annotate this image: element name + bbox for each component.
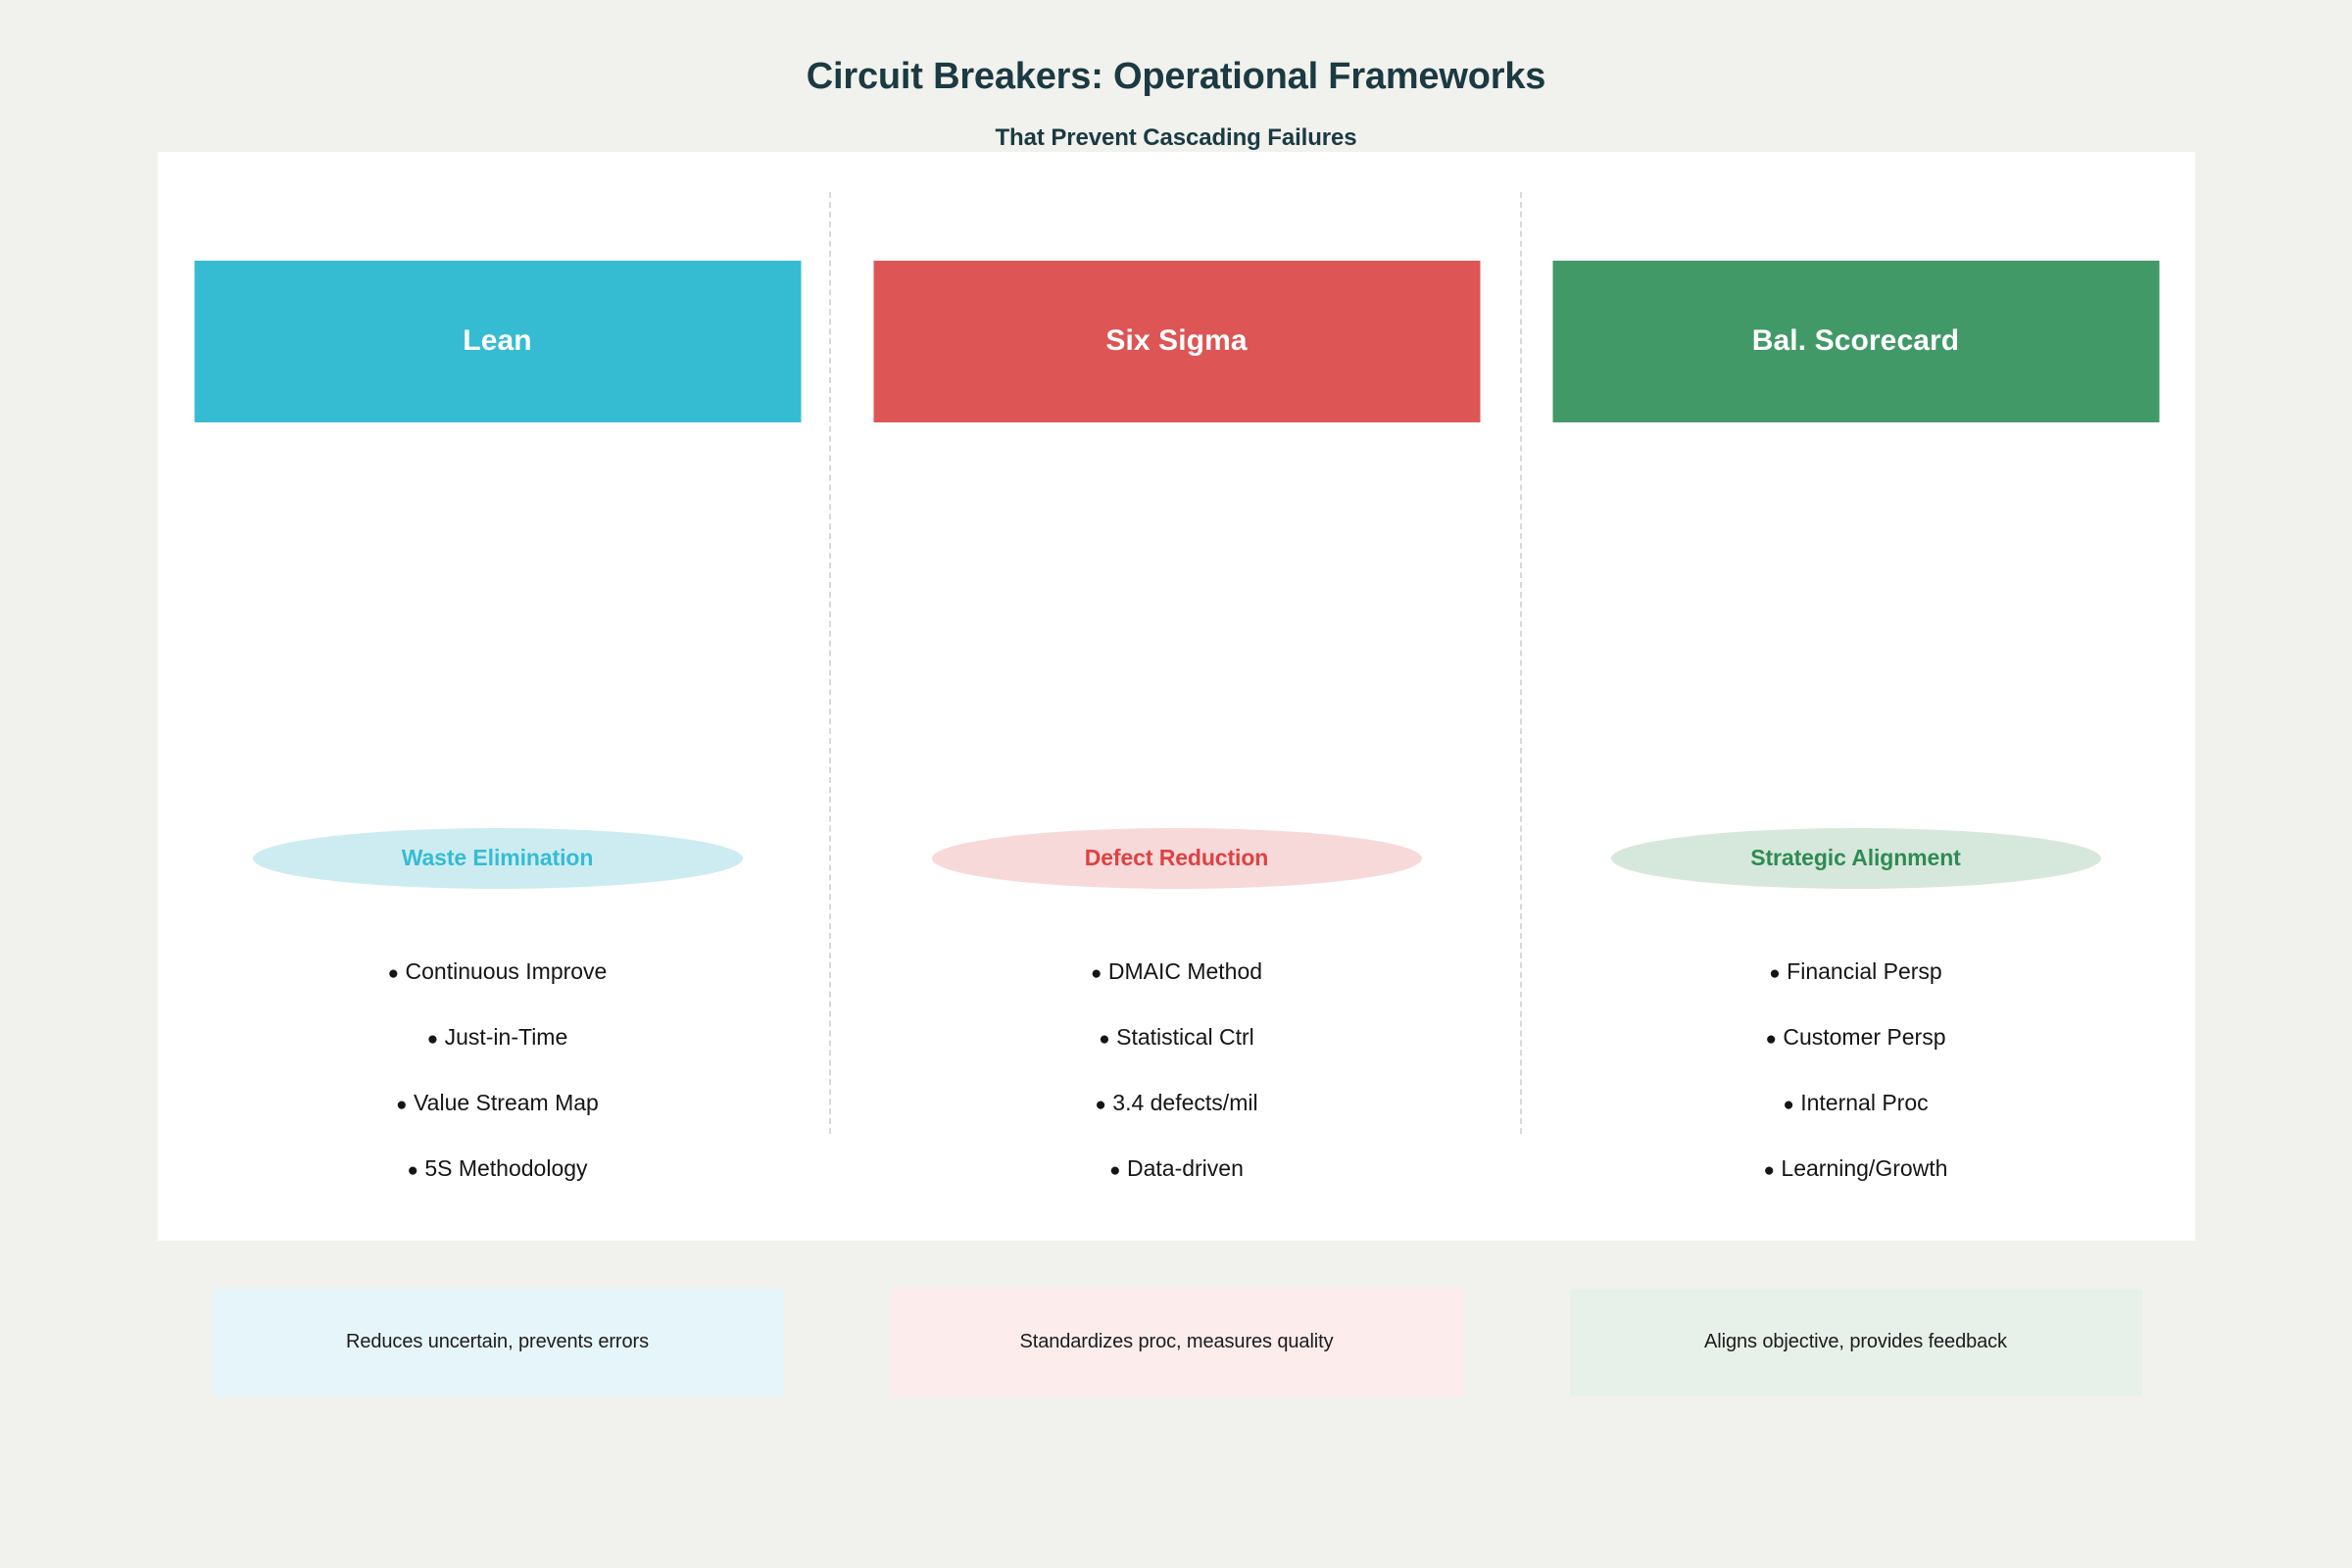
column-divider-2 (1520, 191, 1522, 1134)
column-header-lean[interactable]: Lean (194, 260, 801, 422)
list-item: ● Internal Proc (1516, 1089, 2195, 1157)
list-item: ● Customer Persp (1516, 1023, 2195, 1092)
column-summary-lean: Reduces uncertain, prevents errors (211, 1288, 784, 1396)
column-divider-1 (829, 191, 831, 1134)
list-item: ● Data-driven (837, 1154, 1516, 1181)
bullet-list-six-sigma: ● DMAIC Method ● Statistical Ctrl ● 3.4 … (837, 957, 1516, 1181)
bullet-dot-icon: ● (387, 962, 400, 984)
ellipse-badge-lean[interactable]: Waste Elimination (252, 827, 743, 889)
ellipse-label: Waste Elimination (401, 845, 594, 871)
bullet-dot-icon: ● (1095, 1094, 1106, 1115)
column-summary-balanced-scorecard: Aligns objective, provides feedback (1569, 1288, 2142, 1396)
column-header-label: Six Sigma (1105, 324, 1248, 358)
bullet-dot-icon: ● (426, 1028, 439, 1050)
bullet-dot-icon: ● (1099, 1028, 1110, 1050)
bullet-list-lean: ● Continuous Improve ● Just-in-Time ● Va… (158, 957, 837, 1181)
bullet-dot-icon: ● (407, 1159, 418, 1181)
column-header-balanced-scorecard[interactable]: Bal. Scorecard (1552, 260, 2159, 422)
list-item: ● 3.4 defects/mil (837, 1089, 1516, 1157)
framework-column-balanced-scorecard: Bal. Scorecard Strategic Alignment ● Fin… (1516, 152, 2195, 1396)
panel-wrapper: Lean Waste Elimination ● Continuous Impr… (0, 151, 2352, 1396)
list-item-label: Data-driven (1126, 1154, 1244, 1181)
bullet-dot-icon: ● (1090, 962, 1102, 984)
bullet-dot-icon: ● (1109, 1159, 1121, 1181)
list-item-label: DMAIC Method (1107, 957, 1263, 984)
list-item: ● 5S Methodology (158, 1154, 837, 1181)
column-summary-six-sigma: Standardizes proc, measures quality (890, 1288, 1463, 1396)
bullet-dot-icon: ● (1783, 1094, 1794, 1115)
list-item-label: Customer Persp (1783, 1023, 1946, 1050)
bullet-dot-icon: ● (1763, 1159, 1776, 1181)
list-item-label: Value Stream Map (414, 1089, 599, 1115)
document-header: Circuit Breakers: Operational Frameworks… (0, 0, 2352, 152)
column-header-label: Lean (463, 324, 532, 358)
list-item-label: Learning/Growth (1781, 1154, 1948, 1181)
column-header-label: Bal. Scorecard (1751, 324, 1960, 358)
ellipse-badge-balanced-scorecard[interactable]: Strategic Alignment (1610, 827, 2101, 889)
ellipse-label: Defect Reduction (1084, 845, 1269, 871)
column-header-six-sigma[interactable]: Six Sigma (873, 260, 1480, 422)
ellipse-badge-six-sigma[interactable]: Defect Reduction (931, 827, 1422, 889)
list-item: ● Continuous Improve (158, 957, 837, 1026)
infographic-root: Circuit Breakers: Operational Frameworks… (0, 0, 2352, 1396)
list-item-label: Just-in-Time (444, 1023, 568, 1050)
bullet-dot-icon: ● (1765, 1028, 1777, 1050)
page-title: Circuit Breakers: Operational Frameworks (806, 56, 1546, 97)
column-summary-label: Standardizes proc, measures quality (1019, 1331, 1334, 1353)
bullet-dot-icon: ● (396, 1094, 408, 1115)
page-subtitle: That Prevent Cascading Failures (995, 123, 1357, 151)
list-item-label: Financial Persp (1787, 957, 1942, 984)
list-item: ● Financial Persp (1516, 957, 2195, 1026)
framework-column-six-sigma: Six Sigma Defect Reduction ● DMAIC Metho… (837, 152, 1516, 1396)
framework-column-lean: Lean Waste Elimination ● Continuous Impr… (158, 152, 837, 1396)
ellipse-label: Strategic Alignment (1750, 845, 1961, 871)
list-item-label: Statistical Ctrl (1116, 1023, 1254, 1050)
bullet-dot-icon: ● (1769, 962, 1781, 984)
list-item-label: Internal Proc (1800, 1089, 1929, 1115)
list-item: ● Learning/Growth (1516, 1154, 2195, 1181)
list-item: ● Just-in-Time (158, 1023, 837, 1092)
column-summary-label: Reduces uncertain, prevents errors (346, 1331, 649, 1353)
list-item-label: Continuous Improve (405, 957, 608, 984)
comparison-panel: Lean Waste Elimination ● Continuous Impr… (158, 151, 2195, 1396)
list-item: ● DMAIC Method (837, 957, 1516, 1026)
column-summary-label: Aligns objective, provides feedback (1704, 1331, 2007, 1353)
list-item: ● Statistical Ctrl (837, 1023, 1516, 1092)
list-item: ● Value Stream Map (158, 1089, 837, 1157)
bullet-list-balanced-scorecard: ● Financial Persp ● Customer Persp ● Int… (1516, 957, 2195, 1181)
list-item-label: 3.4 defects/mil (1112, 1089, 1258, 1115)
framework-columns: Lean Waste Elimination ● Continuous Impr… (158, 152, 2195, 1396)
list-item-label: 5S Methodology (424, 1154, 588, 1181)
